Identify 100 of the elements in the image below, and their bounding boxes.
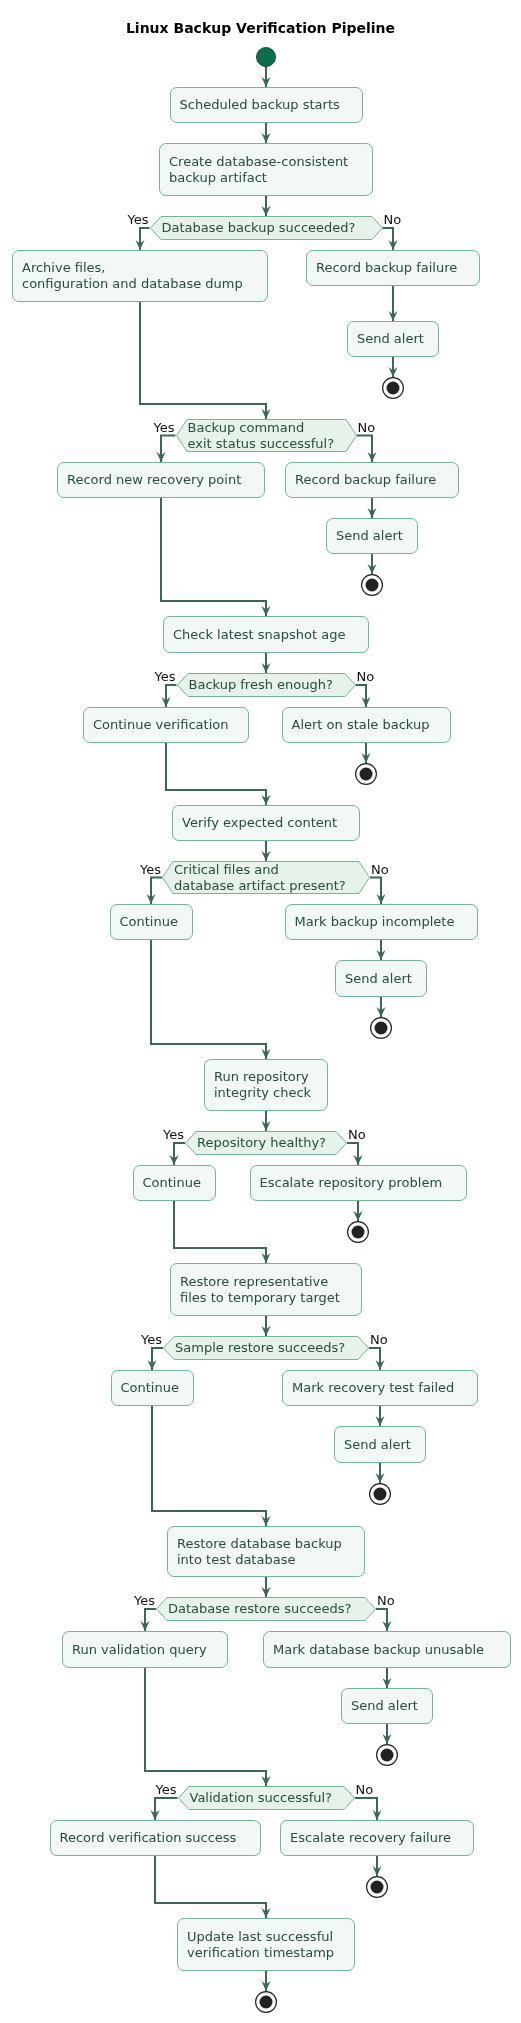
action-box [159, 143, 373, 196]
arrow [261, 840, 271, 862]
action-box [334, 1426, 426, 1463]
end-node-icon [347, 1221, 369, 1243]
arrow [355, 434, 377, 463]
action-text: Send alert [357, 331, 424, 347]
arrow [261, 1110, 271, 1132]
edge-label: No [383, 212, 402, 227]
arrow [388, 285, 398, 322]
action-text: Check latest snapshot age [173, 626, 346, 643]
action-box [167, 1526, 365, 1577]
action-text: Record backup failure [316, 260, 458, 276]
arrow [367, 553, 377, 575]
arrow [261, 195, 271, 217]
action-text: Continue [142, 1175, 201, 1191]
decision-question: Validation successful? [189, 1790, 332, 1806]
decision-hexagon [163, 1336, 369, 1360]
arrow [165, 742, 271, 806]
end-node-icon [369, 1483, 391, 1505]
decision-hexagon [177, 1786, 355, 1810]
action-box [284, 904, 478, 940]
action-box [109, 904, 193, 940]
arrow [147, 1347, 164, 1371]
edge-label: No [356, 669, 375, 684]
action-text: Continue verification [93, 717, 229, 733]
diagram-title: Linux Backup Verification Pipeline [125, 19, 396, 37]
arrow [382, 1667, 392, 1689]
action-box [263, 1631, 511, 1668]
arrow [376, 996, 386, 1018]
action-box [57, 462, 265, 498]
arrow [367, 497, 377, 519]
action-text: Continue [119, 914, 178, 930]
end-node-icon [255, 1991, 277, 2013]
decision-question: Repository healthy? [197, 1135, 326, 1151]
decision-question: Backup command exit status successful? [187, 419, 335, 452]
edge-label: Yes [163, 1127, 184, 1142]
arrow [346, 1142, 363, 1166]
action-text: Update last successful verification timestamp [187, 1928, 335, 1961]
edge-label: Yes [141, 1332, 162, 1347]
action-text: Mark database backup unusable [273, 1641, 485, 1658]
arrow [135, 227, 151, 251]
edge-label: Yes [127, 212, 149, 227]
action-text: Create database-consistent backup artifact [169, 153, 349, 186]
arrow [161, 684, 178, 708]
arrow [376, 939, 386, 961]
action-text: Scheduled backup starts [179, 97, 340, 113]
arrow [261, 1576, 271, 1598]
decision-question: Sample restore succeeds? [175, 1340, 346, 1356]
arrow [354, 684, 371, 708]
decision-hexagon [149, 216, 383, 240]
arrow [375, 1608, 392, 1632]
edge-label: No [377, 1593, 395, 1608]
action-text: Send alert [351, 1698, 418, 1714]
action-box [62, 1631, 228, 1668]
decision-hexagon [185, 1131, 347, 1155]
action-text: Archive files, configuration and database dump [22, 260, 243, 292]
decision-hexagon [162, 861, 370, 894]
edge-label: No [370, 1332, 388, 1347]
arrow [160, 497, 271, 617]
edge-label: Yes [134, 1593, 155, 1608]
action-text: Record backup failure [295, 472, 437, 488]
action-box [12, 250, 268, 302]
action-box [170, 1263, 362, 1316]
arrow [261, 122, 271, 144]
action-box [177, 1918, 355, 1971]
arrow [368, 1347, 385, 1371]
action-box [83, 707, 249, 743]
arrow [261, 66, 271, 88]
action-text: Send alert [336, 528, 403, 544]
decision-question: Backup fresh enough? [188, 677, 333, 693]
end-node-icon [382, 377, 404, 399]
edge-label: No [348, 1127, 366, 1142]
action-box [204, 1059, 328, 1111]
edge-label: No [371, 861, 389, 877]
decision-question: Database backup succeeded? [161, 220, 356, 236]
arrow [369, 876, 386, 905]
arrow [173, 1200, 271, 1264]
arrow [388, 356, 398, 378]
action-text: Restore representative files to temporary target [180, 1273, 340, 1306]
arrow [140, 1608, 157, 1632]
action-box [282, 1370, 478, 1406]
end-node-icon [376, 1744, 398, 1766]
start-node-icon [256, 47, 276, 67]
action-text: Run validation query [72, 1641, 207, 1658]
action-box [335, 960, 427, 997]
action-box [132, 1165, 216, 1201]
decision-hexagon [156, 1597, 376, 1621]
action-text: Alert on stale backup [291, 717, 430, 733]
edge-label: Yes [140, 861, 161, 877]
arrow [144, 1667, 271, 1787]
arrow [382, 1723, 392, 1745]
arrow [381, 227, 398, 251]
arrow [154, 1855, 271, 1919]
action-text: Send alert [345, 970, 412, 987]
action-box [285, 462, 459, 498]
action-box [163, 616, 369, 653]
action-box [341, 1688, 433, 1724]
arrow [372, 1855, 382, 1877]
end-node-icon [370, 1017, 392, 1039]
arrow [375, 1462, 385, 1484]
